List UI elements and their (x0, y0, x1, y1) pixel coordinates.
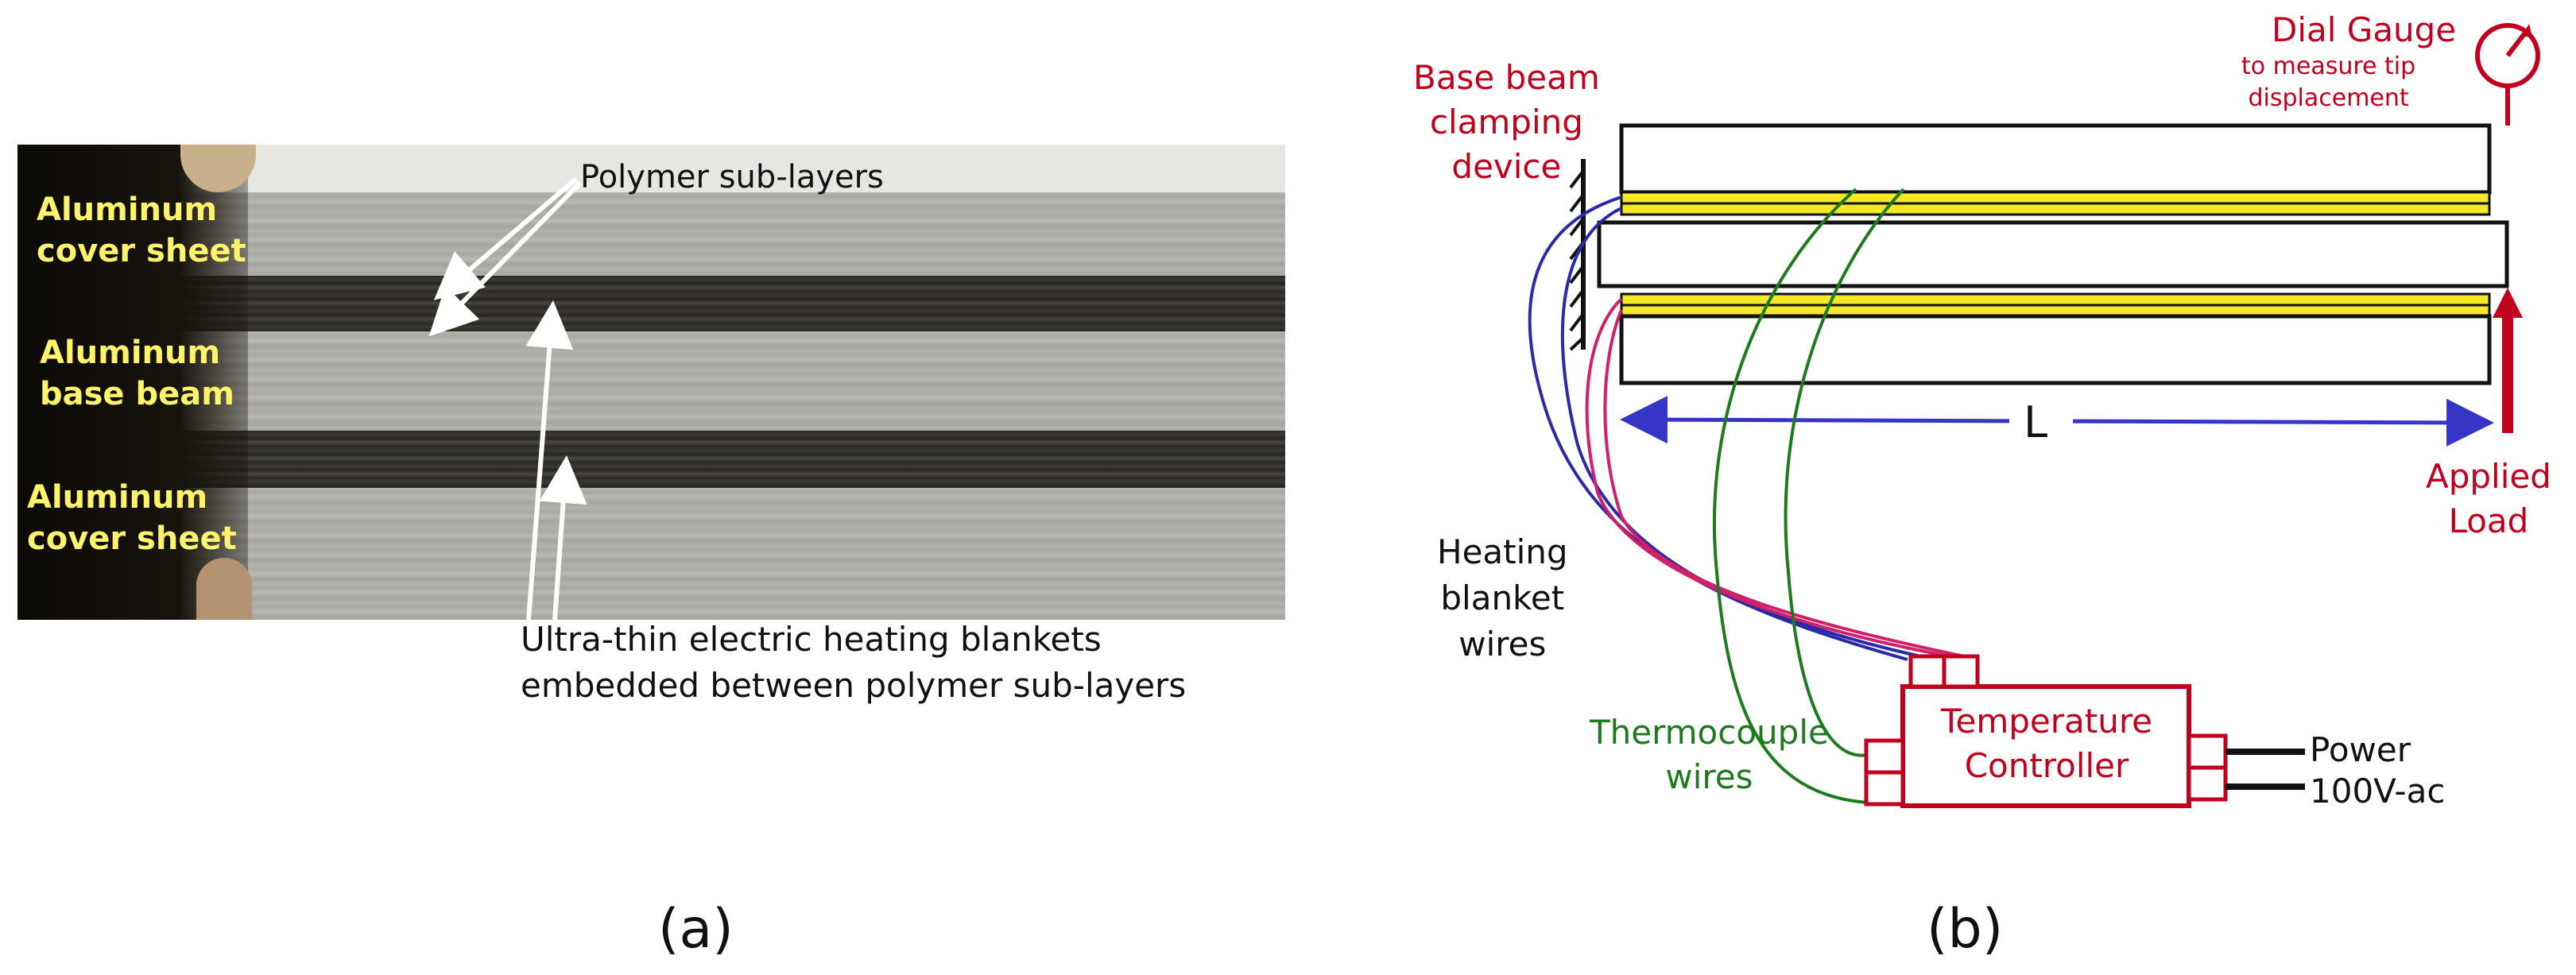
length-label: L (2024, 397, 2048, 447)
base-beam-label-line2: base beam (40, 376, 234, 412)
polymer-arrow-lower (428, 180, 583, 337)
dial-gauge (2475, 23, 2540, 126)
photo-shadow (17, 145, 248, 620)
panel-b-label: (b) (1927, 898, 2004, 961)
panel-a-label: (a) (658, 898, 734, 961)
thermocouple-line2: wires (1665, 757, 1753, 796)
base-beam-label: Aluminum base beam (40, 332, 234, 415)
clamp-label-line3: device (1451, 147, 1562, 186)
top-cover-label-line1: Aluminum (37, 192, 218, 228)
base-beam-label-line1: Aluminum (40, 335, 221, 371)
heating-arrow-lower (539, 455, 587, 621)
upper-heating-layer-1 (1620, 191, 2491, 205)
finger-lower (196, 558, 252, 620)
lower-heating-layer-1 (1620, 292, 2491, 307)
dial-gauge-sub-line1: to measure tip (2241, 52, 2416, 80)
temperature-controller (1864, 654, 2305, 808)
applied-load-label: Applied Load (2426, 455, 2551, 544)
heating-wires-label: Heating blanket wires (1437, 529, 1568, 667)
polymer-arrow-upper (433, 176, 578, 300)
power-line1: Power (2310, 730, 2411, 769)
bottom-cover-label: Aluminum cover sheet (27, 477, 237, 559)
upper-cover-sheet (1619, 123, 2492, 195)
polymer-sublayers-label: Polymer sub-layers (580, 159, 884, 195)
controller-line1: Temperature (1940, 702, 2153, 741)
applied-load-line2: Load (2448, 501, 2529, 540)
top-cover-label: Aluminum cover sheet (37, 189, 246, 272)
controller-label: Temperature Controller (1923, 699, 2170, 788)
heating-blanket-caption: Ultra-thin electric heating blankets emb… (521, 617, 1186, 709)
heating-wires-line1: Heating (1437, 532, 1568, 571)
applied-load-arrow (2493, 288, 2523, 433)
heating-caption-line1: Ultra-thin electric heating blankets (521, 620, 1102, 659)
lower-cover-sheet (1619, 314, 2492, 385)
bottom-cover-label-line1: Aluminum (27, 479, 208, 516)
top-cover-label-line2: cover sheet (37, 233, 246, 269)
dial-gauge-subtitle: to measure tip displacement (2241, 51, 2415, 114)
power-label: Power 100V-ac (2310, 729, 2445, 812)
clamp-wall (1569, 159, 1586, 351)
power-line2: 100V-ac (2310, 772, 2446, 811)
dial-gauge-sub-line2: displacement (2248, 84, 2409, 112)
clamp-label-line1: Base beam (1413, 58, 1600, 97)
clamp-label: Base beam clamping device (1413, 56, 1600, 189)
laminate-photo: Aluminum cover sheet Aluminum base beam … (17, 145, 1285, 620)
thermocouple-label: Thermocouple wires (1590, 710, 1829, 799)
upper-heating-layer-2 (1620, 202, 2491, 216)
thermocouple-line1: Thermocouple (1590, 713, 1829, 752)
applied-load-line1: Applied (2426, 457, 2551, 496)
heating-blanket-wires (1528, 195, 1980, 661)
controller-line2: Controller (1964, 746, 2129, 785)
dial-gauge-title: Dial Gauge (2272, 10, 2457, 49)
heating-wires-line3: wires (1458, 625, 1547, 664)
clamp-label-line2: clamping (1429, 103, 1583, 141)
heating-wires-line2: blanket (1440, 578, 1565, 617)
bottom-cover-label-line2: cover sheet (27, 520, 237, 557)
heating-caption-line2: embedded between polymer sub-layers (521, 666, 1187, 705)
thermocouple-wires (1713, 188, 1905, 804)
diagram-base-beam (1597, 220, 2509, 288)
